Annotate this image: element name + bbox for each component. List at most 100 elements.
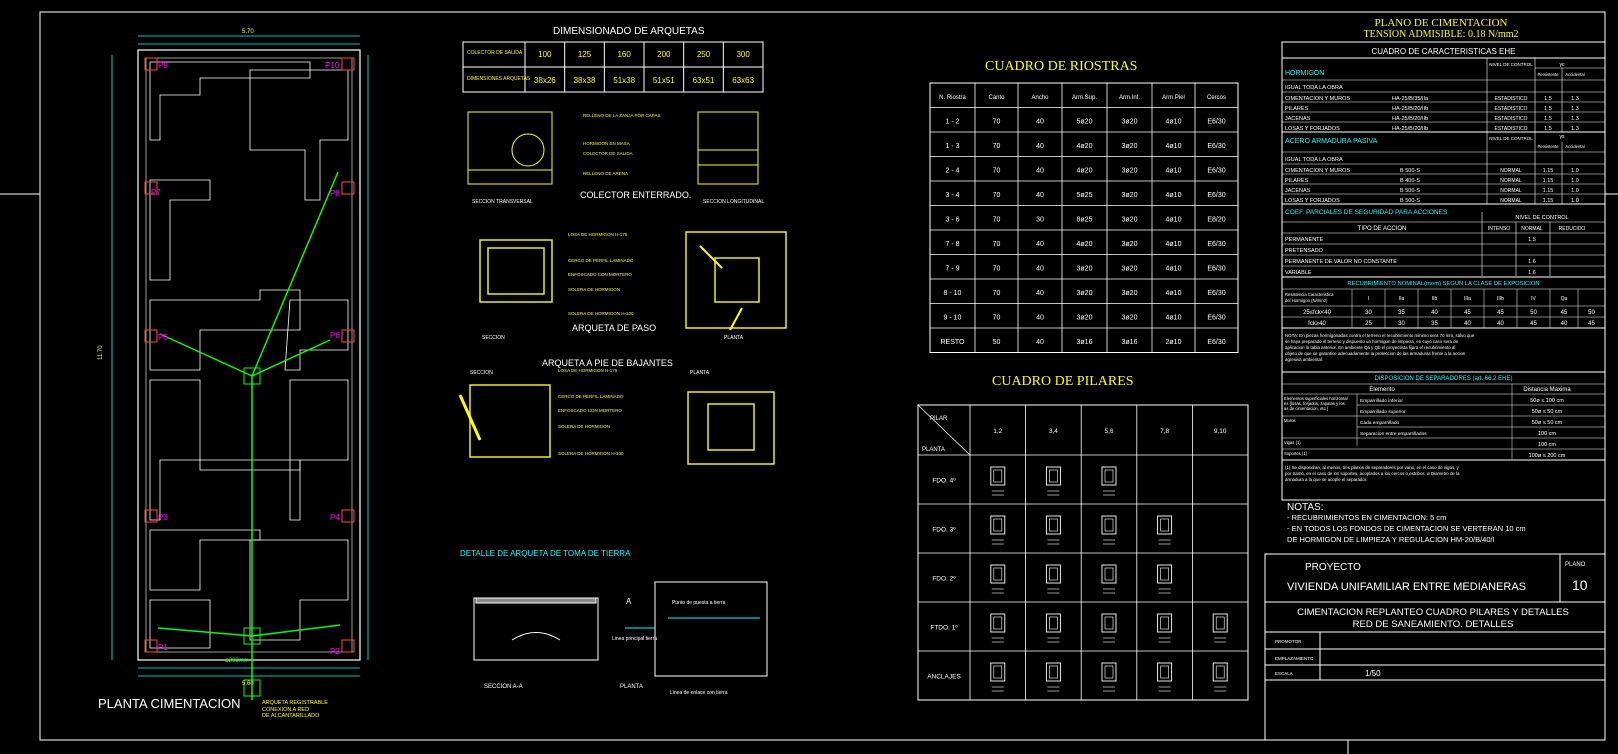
riostras-cell: 3ø20: [1122, 192, 1138, 199]
riostras-cell: 3ø20: [1122, 168, 1138, 175]
tierra-punto: Punto de puesta a tierra: [672, 600, 726, 606]
escala-value: 1/50: [1365, 669, 1381, 678]
ehe-cell: 40: [1464, 321, 1471, 327]
pillar-section-symbol: [1157, 613, 1173, 633]
riostras-cell: 70: [993, 241, 1001, 248]
svg-text:ENFOSCADO CON MORTERO: ENFOSCADO CON MORTERO: [568, 272, 632, 277]
riostras-cell: 40: [1036, 192, 1044, 199]
pilares-title: CUADRO DE PILARES: [992, 374, 1134, 389]
sec-transversal-label: SECCION TRANSVERSAL: [472, 199, 533, 205]
pillar-section-symbol: [1045, 515, 1061, 535]
pilares-column-header: 9,10: [1214, 428, 1227, 435]
pilares-column-header: 7,8: [1160, 428, 1169, 435]
ehe-header: IIIb: [1497, 296, 1504, 302]
ehe-section-header: RECUBRIMIENTO NOMINAL(rnom) SEGUN LA CLA…: [1347, 281, 1539, 287]
riostras-cell: 70: [993, 290, 1001, 297]
ehe-cell: IGUAL TODA LA OBRA: [1285, 85, 1343, 91]
nota-line: - RECUBRIMIENTOS EN CIMENTACION: 5 cm: [1287, 513, 1446, 522]
acometida-label: DE ALCANTARILLADO: [262, 713, 320, 719]
sheet-title: CIMENTACION REPLANTEO CUADRO PILARES Y D…: [1297, 607, 1569, 618]
riostras-header: Arm.Piel: [1162, 95, 1185, 101]
svg-text:COLECTOR DE SALIDA: COLECTOR DE SALIDA: [583, 151, 633, 156]
ehe-cell: 1.5: [1544, 116, 1552, 122]
pillar-section-symbol: [990, 564, 1006, 584]
ehe-cell: 100ø ≤ 200 cm: [1529, 453, 1566, 459]
paso-title: ARQUETA DE PASO: [572, 323, 656, 333]
riostras-cell: 4ø20: [1077, 143, 1093, 150]
riostras-cell: 4ø10: [1166, 119, 1182, 126]
riostras-cell: 2 - 4: [945, 168, 959, 175]
riostras-cell: 8ø25: [1077, 217, 1093, 224]
arquetas-size: 51x51: [653, 76, 675, 85]
ehe-cell: IGUAL TODA LA OBRA: [1285, 157, 1343, 163]
ehe-cell: Soportes (1): [1284, 451, 1308, 456]
riostras-cell: 5ø25: [1077, 192, 1093, 199]
ehe-header: IIIa: [1464, 296, 1471, 302]
arquetas-row-label: DIMENSIONES ARQUETAS: [467, 76, 531, 82]
ehe-note-line: agresiva ambiental.: [1285, 357, 1323, 362]
ehe-header: NIVEL DE CONTROL: [1489, 136, 1533, 141]
bajantes-seccion: SECCION: [470, 370, 493, 376]
svg-text:SOLERA DE HORMIGON H-100: SOLERA DE HORMIGON H-100: [568, 311, 634, 316]
ehe-cell: PERMANENTE DE VALOR NO CONSTANTE: [1285, 259, 1397, 265]
pilares-column-header: 5,6: [1104, 428, 1113, 435]
foundation-plan: 5.70 5.60 11.70: [98, 29, 369, 719]
ehe-cell: NORMAL: [1500, 188, 1522, 194]
riostras-cell: 4ø10: [1166, 266, 1182, 273]
ehe-cell: 1.5: [1544, 126, 1552, 132]
ehe-header: Accidental: [1565, 72, 1584, 77]
ehe-cell: 1.0: [1571, 188, 1579, 194]
svg-text:SOLERA DE HORMIGON: SOLERA DE HORMIGON: [558, 424, 610, 429]
ehe-note-line: NOTA: En piezas hormigonadas contra el t…: [1285, 333, 1475, 338]
riostras-cell: 3ø20: [1122, 290, 1138, 297]
riostras-cell: E6/30: [1207, 168, 1225, 175]
riostras-cell: RESTO: [941, 339, 966, 346]
ehe-cell: B 400-S: [1400, 178, 1420, 184]
riostras-cell: E6/30: [1207, 241, 1225, 248]
arquetas-section: DIMENSIONADO DE ARQUETAS COLECTOR DE SAL…: [458, 26, 787, 696]
ehe-cell: Vigas (1): [1284, 440, 1301, 445]
ehe-cell: PRETENSADO: [1285, 248, 1324, 254]
ehe-section-header: DISPOSICION DE SEPARADORES (art. 66.2 EH…: [1375, 376, 1513, 382]
pillar-section-symbol: [1101, 515, 1117, 535]
riostras-cell: 40: [1036, 143, 1044, 150]
ehe-cell: HA-25/B/20/IIb: [1392, 106, 1428, 112]
riostras-cell: 3ø20: [1077, 315, 1093, 322]
emplazamiento-label: EMPLAZAMIENTO: [1275, 656, 1314, 661]
pillar-section-symbol: [1212, 613, 1228, 633]
tierra-enlace: Linea de enlace con tierra: [670, 690, 728, 696]
ehe-cell: 30: [1398, 321, 1405, 327]
svg-text:LOSA DE HORMIGON H-175: LOSA DE HORMIGON H-175: [568, 232, 628, 237]
riostras-cell: E6/30: [1207, 290, 1225, 297]
arquetas-title: DIMENSIONADO DE ARQUETAS: [553, 26, 705, 37]
riostras-cell: 70: [993, 143, 1001, 150]
ehe-header: IIb: [1432, 296, 1438, 302]
riostras-header: Ancho: [1031, 95, 1049, 101]
svg-text:CERCO DE PERFIL LAMINADO: CERCO DE PERFIL LAMINADO: [558, 394, 624, 399]
ehe-cell: HA-25/B/20/IIb: [1392, 126, 1428, 132]
pillar-section-symbol: [1045, 564, 1061, 584]
ehe-header: Persistente: [1538, 72, 1560, 77]
riostras-cell: 40: [1036, 241, 1044, 248]
ehe-cell: 45: [1464, 310, 1471, 316]
svg-text:LOSA DE HORMIGON H-175: LOSA DE HORMIGON H-175: [558, 368, 618, 373]
riostras-cell: 1 - 2: [945, 119, 959, 126]
ehe-cell: 50ø ≤ 50 cm: [1532, 420, 1563, 426]
ehe-cell: NORMAL: [1500, 198, 1522, 204]
ehe-header: IIa: [1399, 296, 1405, 302]
paso-planta: PLANTA: [724, 335, 744, 341]
arquetas-size: 38x26: [534, 76, 556, 85]
riostras-cell: 3ø20: [1122, 241, 1138, 248]
ehe-cell: 1.15: [1543, 178, 1554, 184]
ehe-header: del Hormigon (N/mm2): [1285, 298, 1328, 303]
svg-text:SOLERA DE HORMIGON: SOLERA DE HORMIGON: [568, 287, 620, 292]
tierra-planta: PLANTA: [620, 684, 643, 690]
ehe-footnote-line: armadura a la que se acople el separador…: [1285, 477, 1367, 482]
riostras-cell: 4ø10: [1166, 241, 1182, 248]
ehe-cell: 45: [1588, 321, 1595, 327]
pillar-label: P1: [158, 643, 168, 652]
ehe-note-line: objeto de que se garantice adecuadamente…: [1285, 351, 1466, 356]
riostras-header: Canto: [988, 95, 1005, 101]
ehe-cell: LOSAS Y FORJADOS: [1285, 126, 1340, 132]
pillar-label: P2: [330, 647, 340, 656]
